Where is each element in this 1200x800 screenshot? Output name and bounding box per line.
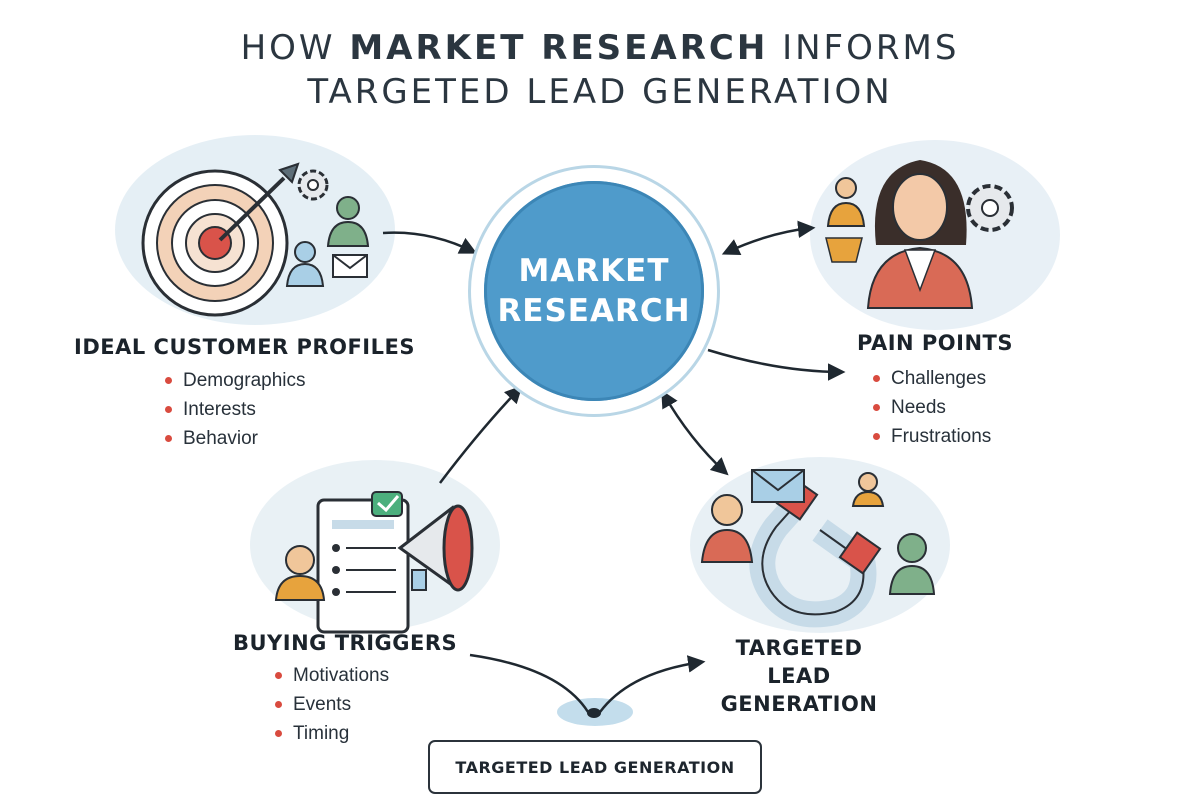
envelope-icon	[332, 254, 368, 278]
gear-icon	[297, 169, 329, 201]
list-item: Events	[275, 690, 389, 719]
title-suffix: INFORMS	[768, 28, 960, 68]
hub-label-line-2: RESEARCH	[497, 293, 691, 329]
targeted-lead-generation-heading: TARGETED LEAD GENERATION	[704, 634, 894, 718]
list-item: Frustrations	[873, 422, 991, 451]
person-icon	[274, 545, 326, 601]
person-icon	[700, 472, 936, 595]
arrow-hub-to-pain-list	[707, 348, 846, 381]
targeted-lead-generation-box: TARGETED LEAD GENERATION	[428, 740, 762, 794]
arrow-icon	[218, 162, 300, 242]
list-item: Needs	[873, 393, 991, 422]
checkmark-icon	[371, 491, 403, 517]
checklist-icon	[316, 498, 410, 634]
person-icon	[825, 177, 866, 263]
list-item: Behavior	[165, 424, 306, 453]
arrow-bottom-to-lead-gen	[599, 655, 706, 713]
market-research-hub: MARKET RESEARCH	[484, 181, 704, 401]
heading-line-2: GENERATION	[720, 692, 878, 716]
arrow-triggers-to-bottom	[469, 653, 590, 713]
heading-line-1: TARGETED LEAD	[735, 636, 863, 688]
target-icon	[141, 169, 289, 317]
pain-points-list: Challenges Needs Frustrations	[873, 364, 991, 451]
title-line-2: TARGETED LEAD GENERATION	[307, 72, 893, 112]
arrow-hub-pain-points	[721, 220, 816, 256]
envelope-icon	[751, 469, 805, 503]
woman-icon	[866, 160, 974, 309]
arrow-icp-to-hub	[382, 231, 478, 254]
list-item: Interests	[165, 395, 306, 424]
megaphone-icon	[397, 504, 474, 592]
buying-triggers-list: Motivations Events Timing	[275, 661, 389, 748]
buying-triggers-heading: BUYING TRIGGERS	[233, 631, 458, 655]
title-prefix: HOW	[240, 28, 350, 68]
junction-dot	[587, 708, 601, 718]
hub-label-line-1: MARKET	[518, 253, 670, 289]
title-bold: MARKET RESEARCH	[349, 28, 769, 68]
arrow-triggers-to-hub	[439, 385, 523, 484]
ideal-customer-profiles-heading: IDEAL CUSTOMER PROFILES	[74, 335, 415, 359]
list-item: Timing	[275, 719, 389, 748]
pain-points-heading: PAIN POINTS	[857, 331, 1013, 355]
ideal-customer-profiles-list: Demographics Interests Behavior	[165, 366, 306, 453]
arrow-hub-lead-gen	[661, 389, 729, 476]
list-item: Motivations	[275, 661, 389, 690]
person-icon	[285, 196, 370, 287]
gear-icon	[966, 184, 1014, 232]
list-item: Demographics	[165, 366, 306, 395]
list-item: Challenges	[873, 364, 991, 393]
title-line-1: HOW MARKET RESEARCH INFORMS	[0, 26, 1200, 70]
